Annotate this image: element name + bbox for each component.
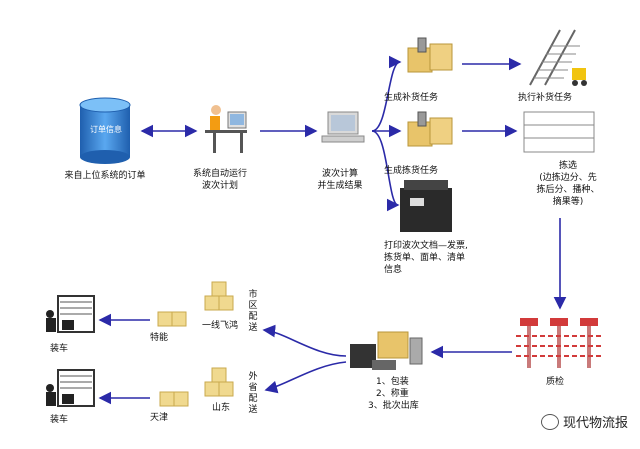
city-box-stack-2 (157, 311, 187, 327)
loading-dock-icon-city (46, 295, 95, 333)
watermark-text: 现代物流报 (562, 416, 628, 431)
watermark: 现代物流报 (540, 412, 628, 431)
province-truck-label: 装车 (50, 415, 69, 425)
loading-dock-icon-province (46, 369, 95, 407)
packing-station-icon (350, 331, 423, 370)
province-box-stack-1 (204, 367, 234, 397)
printer-caption: 打印波次文档—发票, 拣货单、面单、清单 信息 (384, 241, 468, 275)
operator-icon (205, 105, 247, 153)
city-dest-label: 特能 (150, 333, 169, 343)
computer-caption: 波次计算 并生成结果 (317, 169, 363, 191)
pick-task-label: 生成拣货任务 (384, 166, 439, 176)
qc-label: 质检 (546, 377, 565, 387)
city-truck-label: 装车 (50, 344, 69, 354)
replenish-rack-forklift-icon (529, 29, 587, 86)
pack-steps: 1、包装 2、称重 3、批次出库 (368, 376, 427, 412)
operator-caption: 系统自动运行 波次计划 (192, 169, 247, 191)
order-db-label: 订单信息 (90, 125, 122, 134)
quality-check-rack-icon (516, 318, 602, 368)
province-dest-label: 天津 (150, 413, 169, 423)
province-box-stack-2 (159, 391, 189, 407)
pick-boxes-icon (407, 111, 453, 147)
city-box-stack-1 (204, 281, 234, 311)
pack-step-3: 3、批次出库 (368, 401, 419, 411)
pack-step-2: 2、称重 (376, 389, 409, 399)
flow-arrows (98, 55, 567, 405)
replenish-task-label: 生成补货任务 (384, 93, 439, 103)
city-delivery-vertical: 市区配送 (248, 290, 258, 333)
order-db-caption: 来自上位系统的订单 (64, 171, 146, 181)
province-box-label: 山东 (212, 403, 231, 413)
pack-step-1: 1、包装 (376, 377, 409, 387)
picking-shelf-icon (523, 111, 595, 153)
printer-icon (400, 180, 452, 232)
exec-replenish-label: 执行补货任务 (518, 93, 573, 103)
wechat-icon (540, 413, 559, 430)
computer-icon (321, 111, 365, 143)
city-box-label: 一线飞鸿 (202, 321, 239, 331)
order-database-icon (79, 97, 131, 164)
replenish-boxes-icon (407, 37, 453, 73)
picking-caption: 拣选 (边拣边分、先 拣后分、播种、 摘果等) (536, 161, 600, 207)
province-delivery-vertical: 外省配送 (248, 372, 258, 415)
